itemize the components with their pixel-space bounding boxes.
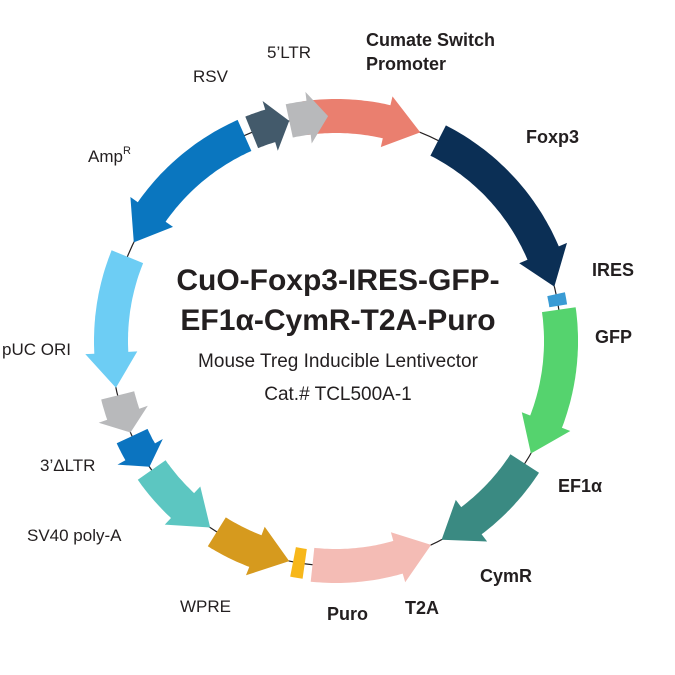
label-ires: IRES	[592, 260, 634, 280]
plasmid-title-line1: CuO-Foxp3-IRES-GFP-	[176, 264, 499, 297]
label-gfp: GFP	[595, 327, 632, 347]
label-foxp3: Foxp3	[526, 127, 579, 147]
label-3-delta-ltr: 3’ΔLTR	[40, 456, 95, 475]
arrow-sv40	[116, 428, 163, 467]
arrow-cumate	[302, 96, 421, 148]
arrow-ltr5	[285, 91, 329, 144]
arrow-ltr3	[98, 391, 148, 433]
arrow-t2a	[290, 547, 307, 579]
label-cumate-switch-promoter: Cumate Switch Promoter	[366, 30, 500, 74]
label-puro: Puro	[327, 604, 368, 624]
label-rsv: RSV	[193, 67, 229, 86]
catalog-number: Cat.# TCL500A-1	[264, 384, 412, 405]
plasmid-title-line2: EF1α-CymR-T2A-Puro	[180, 304, 495, 337]
arrow-amp	[130, 119, 252, 243]
feature-arrows	[85, 91, 578, 583]
arrow-gfp	[521, 307, 578, 454]
plasmid-subtitle: Mouse Treg Inducible Lentivector	[198, 351, 479, 372]
arrow-puc	[85, 250, 144, 388]
label-ef1a: EF1α	[558, 476, 602, 496]
arrow-wpre	[137, 460, 211, 528]
arrow-ef1a	[441, 454, 539, 542]
label-puc-ori: pUC ORI	[2, 340, 71, 359]
arrow-rsv	[245, 101, 290, 151]
arrow-ires	[547, 292, 568, 308]
label-5-ltr: 5’LTR	[267, 43, 311, 62]
arrow-foxp3	[430, 125, 567, 287]
label-wpre: WPRE	[180, 597, 231, 616]
arrow-cymr	[310, 532, 432, 583]
label-sv40-polya: SV40 poly-A	[27, 526, 122, 545]
label-cymr: CymR	[480, 566, 532, 586]
label-ampr: AmpR	[88, 145, 131, 166]
label-t2a: T2A	[405, 598, 439, 618]
arrow-puro	[207, 517, 290, 576]
